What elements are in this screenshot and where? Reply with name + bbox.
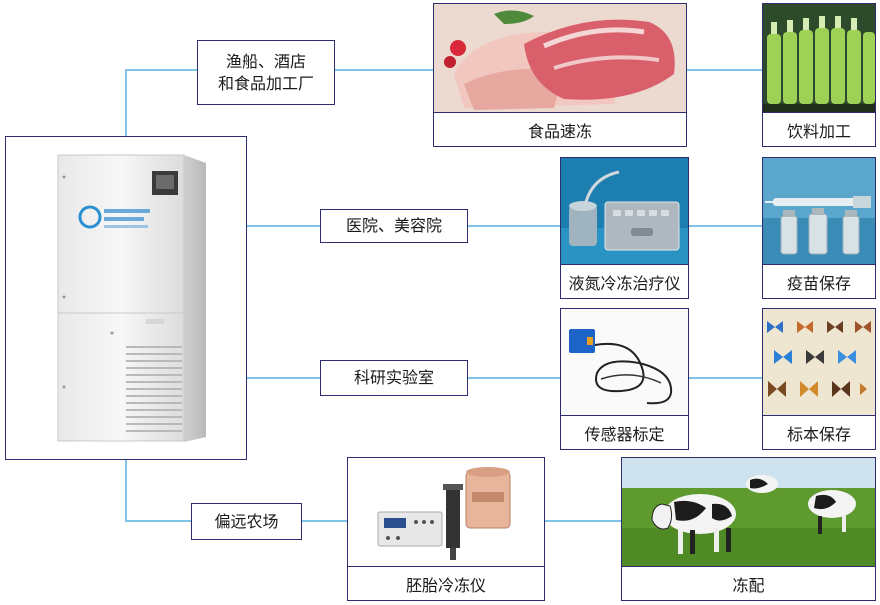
butterfly-specimens-image (763, 309, 875, 416)
card-caption: 食品速冻 (434, 112, 686, 146)
category-label-text: 医院、美容院 (345, 216, 442, 236)
connector-farm-right (302, 520, 347, 522)
embryo-freezer-image (348, 458, 544, 567)
connector-fishing-left (125, 69, 197, 71)
card-caption: 疫苗保存 (763, 264, 875, 298)
card-caption: 饮料加工 (763, 112, 875, 146)
connector-lab-right (468, 377, 560, 379)
card-beverage-processing: 饮料加工 (762, 3, 876, 147)
card-sensor-calibration: 传感器标定 (560, 308, 689, 450)
frozen-meat-image (434, 4, 686, 113)
connector-embryo-breeding (545, 520, 621, 522)
connector-farm-left (125, 520, 191, 522)
card-caption: 液氮冷冻治疗仪 (561, 264, 688, 298)
vaccine-vials-image (763, 158, 875, 265)
category-label-text: 偏远农场 (214, 511, 279, 531)
card-caption: 冻配 (622, 566, 875, 600)
category-label-lab: 科研实验室 (320, 360, 468, 396)
card-caption: 胚胎冷冻仪 (348, 566, 544, 600)
connector-farm-vertical (125, 460, 127, 522)
sensor-image (561, 309, 688, 416)
category-label-line2: 和食品加工厂 (217, 73, 314, 93)
card-specimen-storage: 标本保存 (762, 308, 876, 450)
dairy-cows-image (622, 458, 875, 567)
card-frozen-breeding: 冻配 (621, 457, 876, 601)
connector-fishing-vertical (125, 69, 127, 136)
category-label-line1: 渔船、酒店 (225, 51, 306, 71)
card-caption: 标本保存 (763, 415, 875, 449)
liquid-nitrogen-generator-image (57, 154, 206, 442)
beverage-bottles-image (763, 4, 875, 113)
card-cryo-therapy-device: 液氮冷冻治疗仪 (560, 157, 689, 299)
liquid-nitrogen-generator-panel (5, 136, 247, 460)
connector-sensor-specimen (689, 377, 762, 379)
connector-fishing-right (335, 69, 433, 71)
connector-cryo-vaccine (689, 225, 762, 227)
card-embryo-freezer: 胚胎冷冻仪 (347, 457, 545, 601)
card-food-freezing: 食品速冻 (433, 3, 687, 147)
connector-lab-left (247, 377, 320, 379)
cryo-therapy-device-image (561, 158, 688, 265)
category-label-fishing-hotel-food: 渔船、酒店 和食品加工厂 (197, 40, 335, 105)
category-label-text: 科研实验室 (353, 368, 434, 388)
card-vaccine-storage: 疫苗保存 (762, 157, 876, 299)
category-label-hospital: 医院、美容院 (320, 209, 468, 243)
card-caption: 传感器标定 (561, 415, 688, 449)
connector-hospital-left (247, 225, 320, 227)
connector-hospital-right (468, 225, 560, 227)
category-label-farm: 偏远农场 (191, 503, 302, 540)
connector-food-beverage (687, 69, 762, 71)
